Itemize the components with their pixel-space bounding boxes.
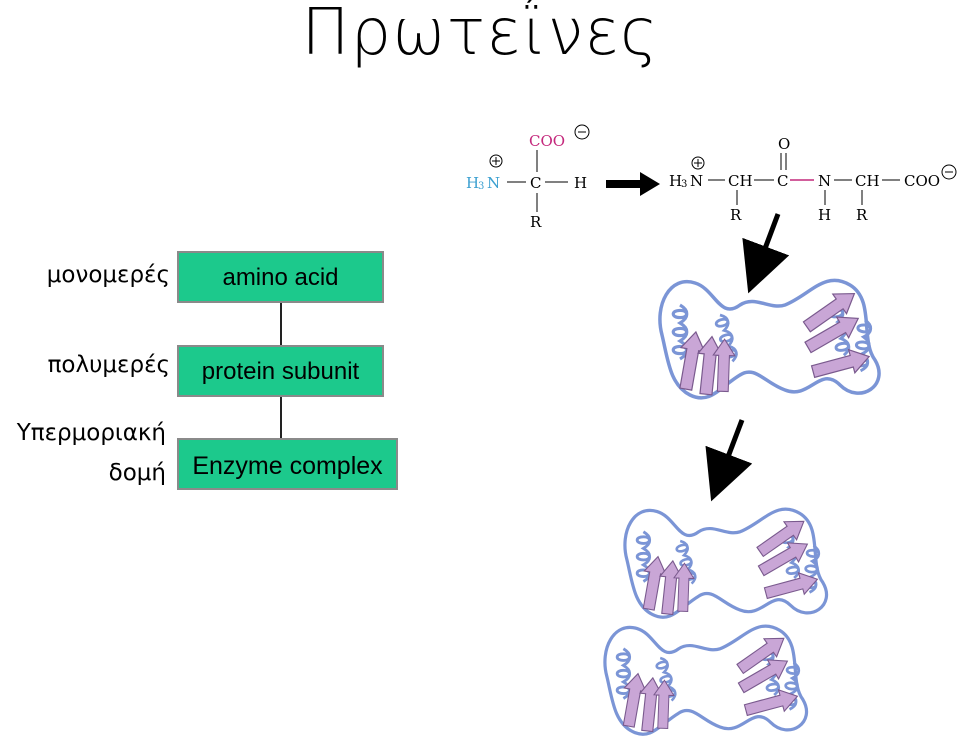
dipeptide-amide-n: N bbox=[818, 172, 832, 190]
positive-charge-icon bbox=[489, 154, 503, 168]
ammonium-n: N bbox=[487, 174, 501, 192]
dipeptide-carbonyl-c: C bbox=[777, 172, 789, 190]
supramolecular-label-line1: Υπερμοριακή bbox=[16, 420, 166, 446]
ammonium-h: H bbox=[466, 174, 480, 192]
carbonyl-oxygen: O bbox=[778, 135, 791, 153]
protein-subunit-box-label: protein subunit bbox=[201, 358, 360, 385]
side-chain-r: R bbox=[530, 213, 542, 231]
supramolecular-label-line2: δομή bbox=[108, 460, 166, 486]
negative-charge-icon bbox=[574, 124, 590, 140]
alpha-carbon: C bbox=[530, 174, 542, 192]
dipeptide-r-1: R bbox=[730, 206, 742, 224]
page-title: Πρωτεΐνες bbox=[301, 0, 659, 70]
dipeptide-h: H bbox=[669, 172, 683, 190]
dipeptide-amide-h: H bbox=[818, 206, 832, 224]
alpha-hydrogen: H bbox=[574, 174, 588, 192]
dipeptide-carboxylate: COO bbox=[904, 172, 941, 190]
dipeptide-ch-2: CH bbox=[855, 172, 880, 190]
dipeptide-n-terminus: N bbox=[690, 172, 704, 190]
amino-acid-box-label: amino acid bbox=[222, 264, 339, 291]
arrow-to-complex bbox=[705, 419, 753, 502]
enzyme-complex-ribbon bbox=[605, 509, 827, 734]
enzyme-complex-box-label: Enzyme complex bbox=[192, 452, 383, 480]
protein-subunit-ribbon bbox=[660, 280, 879, 398]
monomer-label: μονομερές bbox=[46, 262, 170, 288]
amino-acid-box: amino acid bbox=[177, 251, 384, 303]
polymer-label: πολυμερές bbox=[47, 352, 170, 378]
reaction-arrow bbox=[606, 172, 660, 196]
enzyme-complex-box: Enzyme complex bbox=[177, 438, 398, 490]
dipeptide-subscript: 3 bbox=[681, 179, 688, 190]
ammonium-subscript: 3 bbox=[478, 181, 485, 192]
amino-acid-bonds bbox=[507, 150, 568, 212]
arrow-to-subunit bbox=[742, 213, 790, 294]
carboxylate-group: COO bbox=[529, 132, 566, 150]
dipeptide-ch-1: CH bbox=[728, 172, 753, 190]
protein-subunit-box: protein subunit bbox=[177, 345, 384, 397]
connector-line-2 bbox=[280, 396, 282, 438]
connector-line-1 bbox=[280, 302, 282, 347]
dipeptide-r-2: R bbox=[856, 206, 868, 224]
dipeptide-positive-charge-icon bbox=[691, 156, 705, 170]
dipeptide-negative-charge-icon bbox=[941, 164, 957, 180]
dipeptide-bonds bbox=[708, 153, 900, 205]
